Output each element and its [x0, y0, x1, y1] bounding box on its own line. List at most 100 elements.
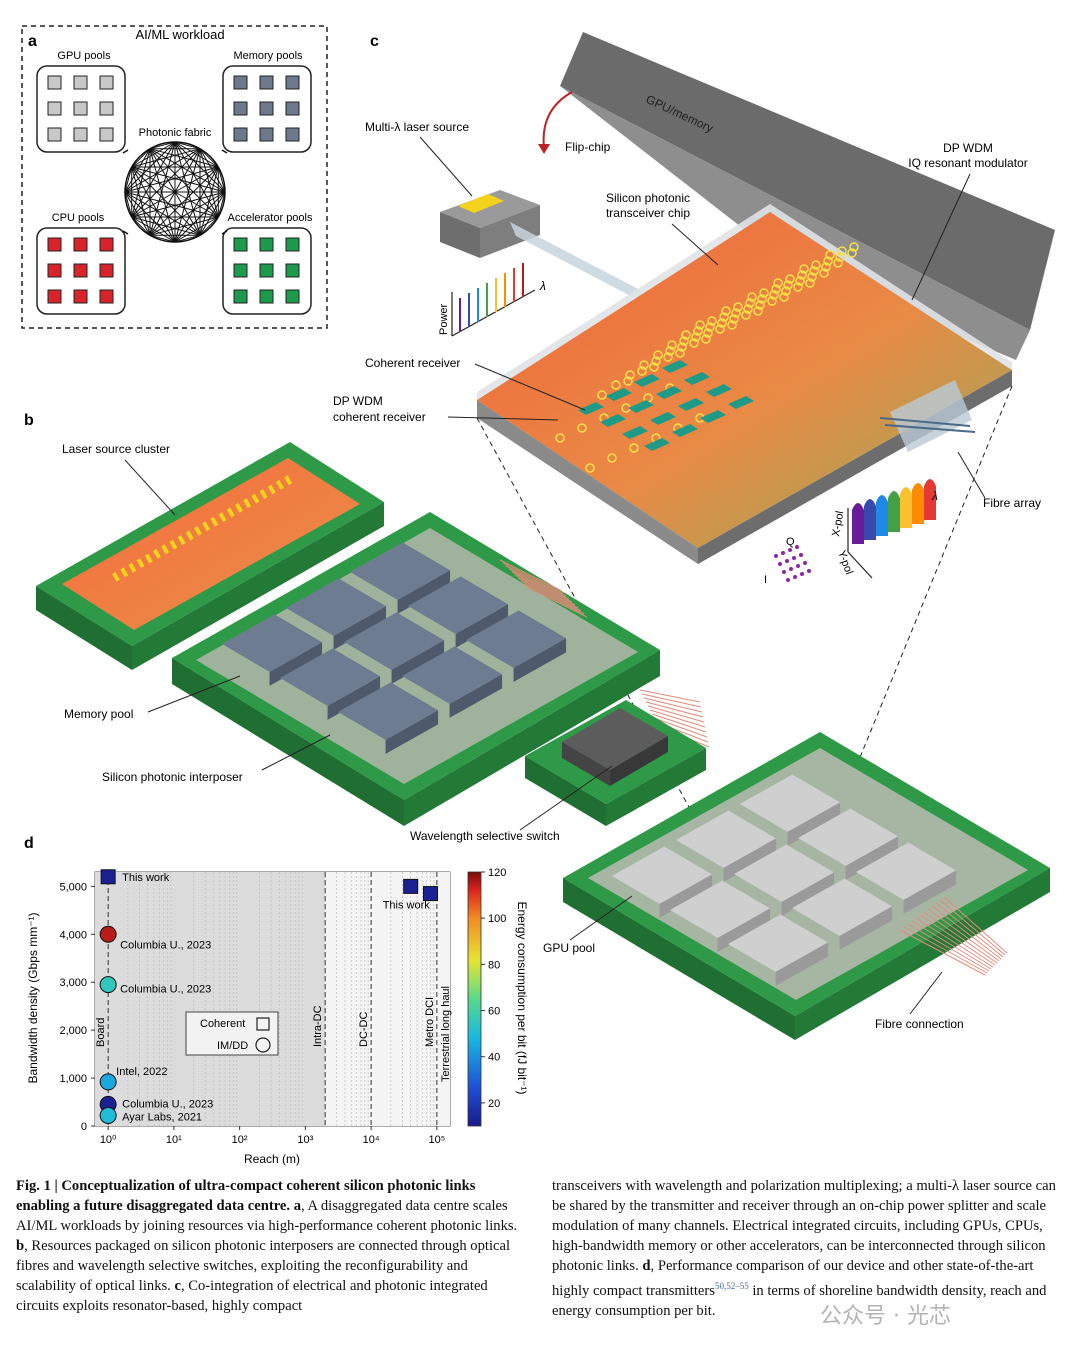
panel-b: b Laser source cluster Memory pool Silic… — [24, 412, 1050, 1040]
resonator-ring — [833, 258, 843, 268]
constellation-point — [778, 562, 782, 566]
fibre — [523, 583, 585, 615]
fabric-link — [131, 141, 176, 168]
gpu-tile-side — [659, 874, 713, 918]
laser-bar — [275, 480, 284, 490]
interposer-leader — [261, 734, 331, 771]
laser-bar — [251, 493, 260, 504]
gpu-tile-side — [903, 870, 957, 914]
caption-a-letter: a — [293, 1198, 301, 1214]
gpu-memory-die-top — [560, 32, 1055, 330]
colorbar — [467, 871, 482, 1127]
data-point-circle — [99, 925, 117, 943]
fabric-link — [149, 148, 219, 168]
fabric-link — [174, 148, 201, 243]
pool-unit — [47, 101, 62, 116]
fibre-array-label: Fibre array — [983, 496, 1041, 510]
receiver-block — [634, 374, 660, 387]
accelerator-pools-label: Accelerator pools — [228, 212, 313, 224]
fabric-link — [124, 148, 151, 193]
caption-b-letter: b — [16, 1238, 25, 1254]
fibre-connection-leader — [909, 971, 943, 1015]
y-tick-label: 0 — [81, 1121, 87, 1133]
pool-unit — [73, 237, 88, 252]
fabric-link — [149, 141, 176, 236]
memory-tile-side — [513, 638, 567, 682]
resonator-ring — [693, 326, 703, 336]
constellation-point — [799, 553, 803, 557]
laser-bar — [161, 544, 170, 555]
fabric-link — [199, 166, 219, 236]
resonator-ring — [729, 314, 739, 324]
resonator-ring — [773, 278, 783, 288]
resonator-ring — [689, 338, 699, 348]
resonator-ring — [707, 316, 717, 326]
region-label: Metro DCI — [424, 997, 436, 1047]
gpu-tile — [798, 808, 899, 866]
resonator-ring — [715, 324, 725, 334]
resonator-ring — [847, 248, 857, 258]
coherent-receiver-blocks — [578, 360, 754, 451]
fibre — [649, 709, 706, 728]
gpu-tile-side — [775, 942, 829, 986]
laser-bar — [226, 507, 235, 518]
xpol-label: X-pol — [830, 510, 846, 537]
fibre — [517, 577, 579, 609]
laser-bar — [259, 489, 268, 499]
fabric-link — [124, 166, 219, 193]
wdm-band — [924, 479, 936, 520]
panel-a-letter: a — [28, 33, 37, 50]
x-tick-label: 10³ — [297, 1134, 313, 1146]
fibre-connection-label: Fibre connection — [875, 1017, 964, 1031]
pool-unit — [259, 263, 274, 278]
colorbar-tick-label: 80 — [488, 959, 500, 971]
wdm-polarization-inset: X-pol Y-pol λ Q I — [764, 479, 938, 586]
fabric-link — [217, 166, 226, 193]
resonator-ring — [805, 278, 815, 288]
y-tick-label: 3,000 — [59, 977, 87, 989]
resonator-ring — [783, 280, 793, 290]
fabric-link — [131, 216, 151, 236]
pool-unit — [285, 289, 300, 304]
constellation-point — [781, 551, 785, 555]
receiver-block — [600, 414, 626, 427]
gpu-tile — [740, 774, 841, 832]
memory-tile — [280, 648, 381, 706]
pool-unit — [233, 263, 248, 278]
ypol-label: Y-pol — [835, 549, 855, 576]
laser-bar — [267, 484, 276, 495]
memory-board-side — [172, 658, 404, 826]
fabric-link — [131, 166, 201, 236]
receiver-block — [662, 360, 688, 373]
gpu-tile — [728, 914, 829, 972]
laser-leader — [419, 136, 473, 197]
pool-unit — [99, 127, 114, 142]
fibre — [639, 689, 701, 703]
ypol-axis — [847, 551, 873, 579]
resonator-ring — [821, 262, 831, 272]
fibre — [943, 896, 1008, 954]
resonator-ring — [781, 286, 791, 296]
pool-unit — [73, 75, 88, 90]
laser-bar — [210, 516, 219, 527]
chip-top — [477, 212, 1012, 548]
caption-right-text-2: , Performance comparison of our device a… — [552, 1258, 1034, 1299]
wss-board-side2 — [606, 748, 706, 826]
wdm-band — [900, 487, 912, 528]
laser-emitters — [458, 194, 504, 213]
resonator-ring — [767, 296, 777, 306]
receiver-block — [700, 410, 726, 423]
memory-tile — [344, 612, 445, 670]
resonator-ring — [785, 274, 795, 284]
wss-chip-left — [562, 742, 610, 786]
resonator-ring — [623, 376, 633, 386]
constellation-point — [793, 575, 797, 579]
workload-frame — [21, 25, 328, 329]
rx-ring — [607, 453, 617, 463]
pool-unit — [99, 263, 114, 278]
receiver-block — [728, 396, 754, 409]
constellation-point — [807, 569, 811, 573]
q-label: Q — [786, 536, 795, 548]
